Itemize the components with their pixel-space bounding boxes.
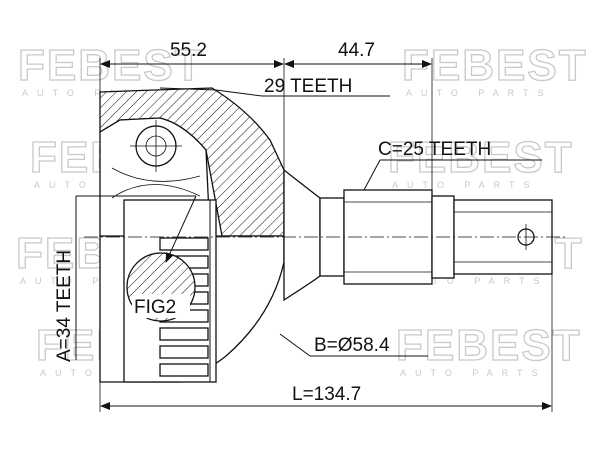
watermark-brand: FEBEST xyxy=(402,41,588,90)
housing-neck xyxy=(283,168,321,302)
leader-abs-teeth: A=34 TEETH xyxy=(54,195,197,362)
watermark-brand: FEBEST xyxy=(396,321,582,370)
length-label: L=134.7 xyxy=(292,384,361,405)
watermark-sub: AUTO PARTS xyxy=(22,88,169,98)
watermark-sub: AUTO PARTS xyxy=(402,276,549,286)
abs-tooth xyxy=(159,237,209,251)
abs-tooth xyxy=(159,345,209,359)
abs-tooth xyxy=(159,327,209,341)
leader-outer-teeth: 29 TEETH xyxy=(159,76,390,97)
abs-tooth xyxy=(159,363,209,377)
abs-teeth-label: A=34 TEETH xyxy=(54,250,75,362)
ball-track xyxy=(111,184,201,199)
shaft-teeth-label: C=25 TEETH xyxy=(378,139,491,160)
width-left-label: 55.2 xyxy=(170,40,207,61)
fig2-label: FIG2 xyxy=(134,297,176,318)
leader-diameter: B=Ø58.4 xyxy=(279,333,428,357)
leader-shaft-teeth: C=25 TEETH xyxy=(363,139,542,191)
dimension-bottom: L=134.7 xyxy=(99,274,553,412)
width-right-label: 44.7 xyxy=(338,40,375,61)
watermark-brand: FEBEST xyxy=(388,133,574,182)
watermark-sub: AUTO PARTS xyxy=(392,180,539,190)
leader-line xyxy=(279,333,311,357)
leader-line xyxy=(363,159,381,191)
watermark-sub: AUTO PARTS xyxy=(400,368,547,378)
watermark-sub: AUTO PARTS xyxy=(20,276,167,286)
leader-line xyxy=(159,87,217,91)
diameter-label: B=Ø58.4 xyxy=(314,335,390,356)
leader-line xyxy=(165,195,197,263)
leader-line xyxy=(215,89,263,97)
watermark-sub: AUTO PARTS xyxy=(406,88,553,98)
ball-track xyxy=(111,167,201,182)
outer-teeth-label: 29 TEETH xyxy=(264,76,352,97)
dimension-top: 55.2 44.7 xyxy=(99,40,433,190)
outer-joint-housing xyxy=(99,87,321,383)
fig2-label-bg xyxy=(132,294,190,318)
